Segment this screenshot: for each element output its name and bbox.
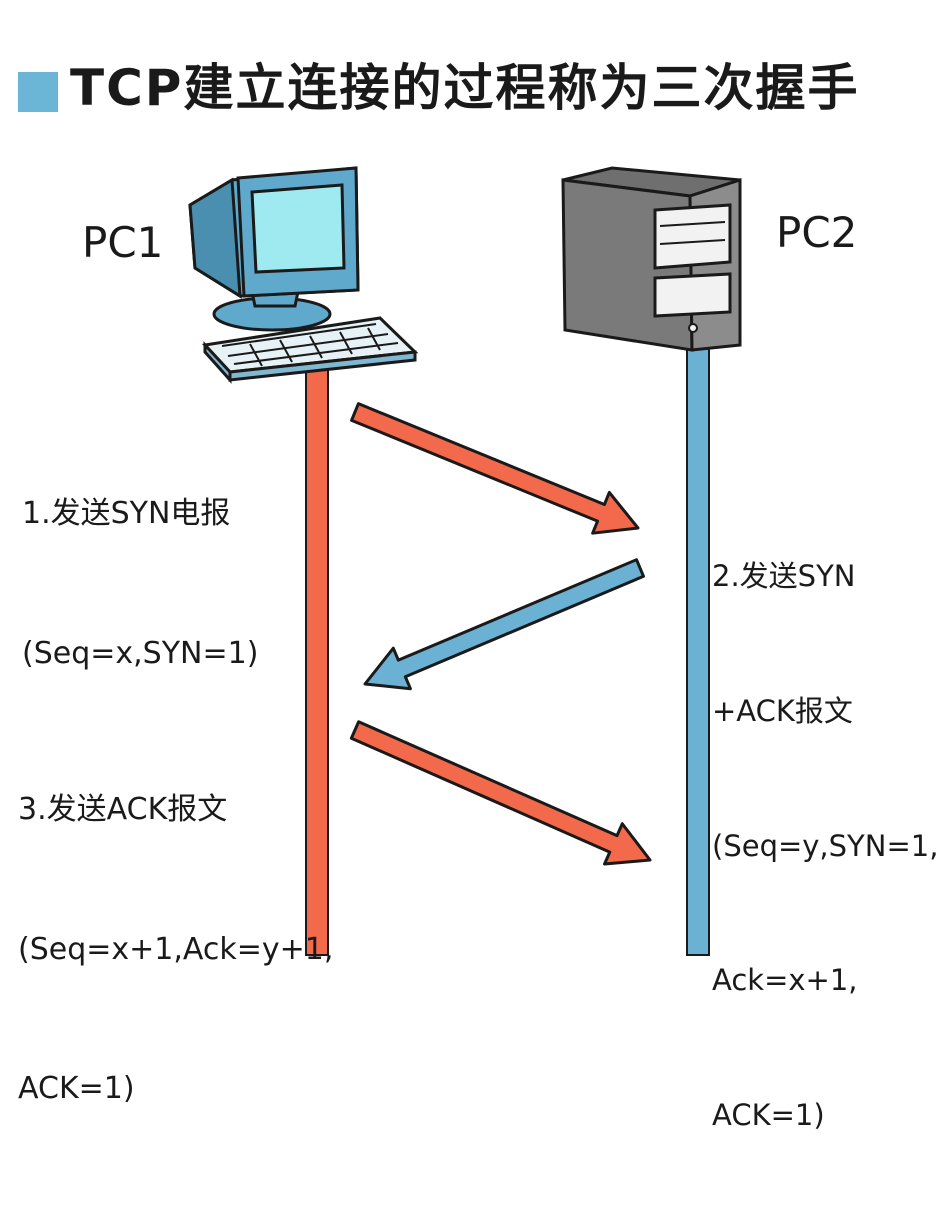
step-2-note: 2.发送SYN +ACK报文 (Seq=y,SYN=1, Ack=x+1, AC… [712, 464, 938, 1228]
step-2-detail-3: ACK=1) [712, 1098, 825, 1133]
arrow-ack-pc1-to-pc2 [349, 720, 652, 866]
arrow-synack-pc2-to-pc1 [363, 558, 645, 691]
step-3-note: 3.发送ACK报文 (Seq=x+1,Ack=y+1, ACK=1) [18, 694, 333, 1206]
pc1-label: PC1 [82, 218, 164, 267]
step-1-detail: (Seq=x,SYN=1) [22, 635, 259, 671]
tcp-handshake-diagram: TCP建立连接的过程称为三次握手 [18, 59, 938, 1132]
pc2-lifeline [686, 344, 710, 956]
arrow-synack-pc2-to-pc1-shape [363, 558, 645, 691]
arrow-syn-pc1-to-pc2-shape [350, 402, 640, 535]
server-tower-icon [561, 166, 742, 352]
step-1-title: 1.发送SYN电报 [22, 496, 231, 531]
step-1-note: 1.发送SYN电报 (Seq=x,SYN=1) [22, 398, 258, 770]
step-3-detail-1: (Seq=x+1,Ack=y+1, [18, 931, 334, 967]
pc2-label: PC2 [776, 208, 858, 257]
step-2-title-cont: +ACK报文 [712, 693, 853, 728]
diagram-canvas [188, 166, 742, 956]
desktop-computer-icon [188, 166, 419, 384]
step-2-title: 2.发送SYN [712, 558, 856, 593]
diagram-title: TCP建立连接的过程称为三次握手 [70, 59, 860, 117]
step-2-detail-2: Ack=x+1, [712, 963, 858, 998]
step-3-detail-2: ACK=1) [18, 1071, 135, 1106]
step-2-detail-1: (Seq=y,SYN=1, [712, 828, 938, 863]
title-bullet-square [18, 72, 58, 112]
arrow-ack-pc1-to-pc2-shape [349, 720, 652, 866]
arrow-syn-pc1-to-pc2 [350, 402, 640, 535]
step-3-title: 3.发送ACK报文 [18, 792, 228, 827]
